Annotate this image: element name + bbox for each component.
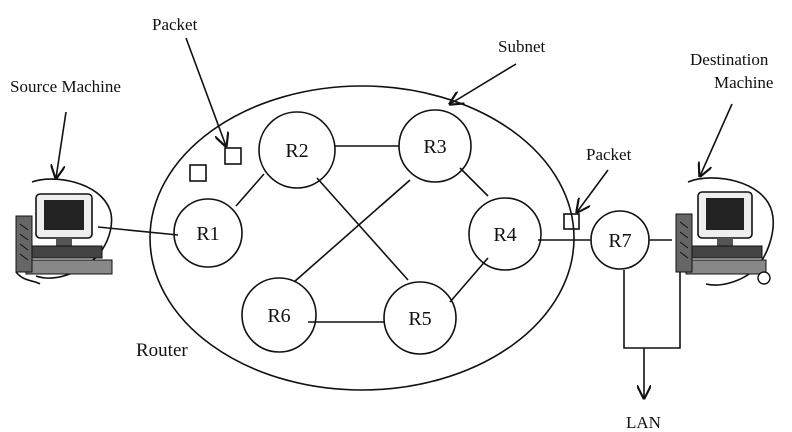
router-r7: R7: [590, 210, 650, 270]
packet-square: [189, 164, 207, 182]
link-r1-r2: [235, 173, 265, 207]
destination-label-line2: Machine: [714, 73, 773, 92]
arrow-packet-top: [185, 37, 226, 146]
router-r6-label: R6: [267, 305, 290, 327]
link-r3-r4: [459, 167, 489, 197]
arrow-source-machine: [56, 111, 67, 178]
router-r6: R6: [241, 277, 317, 353]
router-r5-label: R5: [408, 308, 431, 330]
router-r1-label: R1: [196, 223, 219, 245]
link-r3-r6: [293, 179, 411, 283]
arrow-subnet: [450, 63, 517, 104]
subnet-ellipse: [149, 85, 575, 391]
source-computer-icon: [15, 178, 113, 285]
router-r2: R2: [258, 111, 336, 189]
packet-square: [224, 147, 242, 165]
router-r5: R5: [383, 281, 457, 355]
source-machine-label: Source Machine: [10, 77, 121, 96]
link-r5-r4: [449, 257, 489, 303]
router-r1: R1: [173, 198, 243, 268]
router-label: Router: [136, 340, 188, 361]
arrow-destination: [700, 103, 733, 176]
packet-square: [563, 213, 580, 230]
router-links: [97, 145, 672, 323]
router-r4-label: R4: [493, 224, 516, 246]
packet-label: Packet: [152, 15, 198, 34]
destination-computer-icon: [675, 177, 774, 286]
router-r3: R3: [398, 109, 472, 183]
lan-label: LAN: [626, 413, 661, 432]
subnet-label: Subnet: [498, 37, 546, 56]
destination-label-line1: Destination: [690, 50, 769, 69]
router-r2-label: R2: [285, 140, 308, 162]
packet-label-right: Packet: [586, 145, 632, 164]
arrow-packet-right: [577, 169, 609, 212]
lan-connection: [623, 230, 681, 398]
router-r3-label: R3: [423, 136, 446, 158]
router-r7-label: R7: [608, 230, 631, 252]
router-r4: R4: [468, 197, 542, 271]
link-r2-r5: [316, 177, 409, 281]
label-arrows: [56, 37, 733, 212]
